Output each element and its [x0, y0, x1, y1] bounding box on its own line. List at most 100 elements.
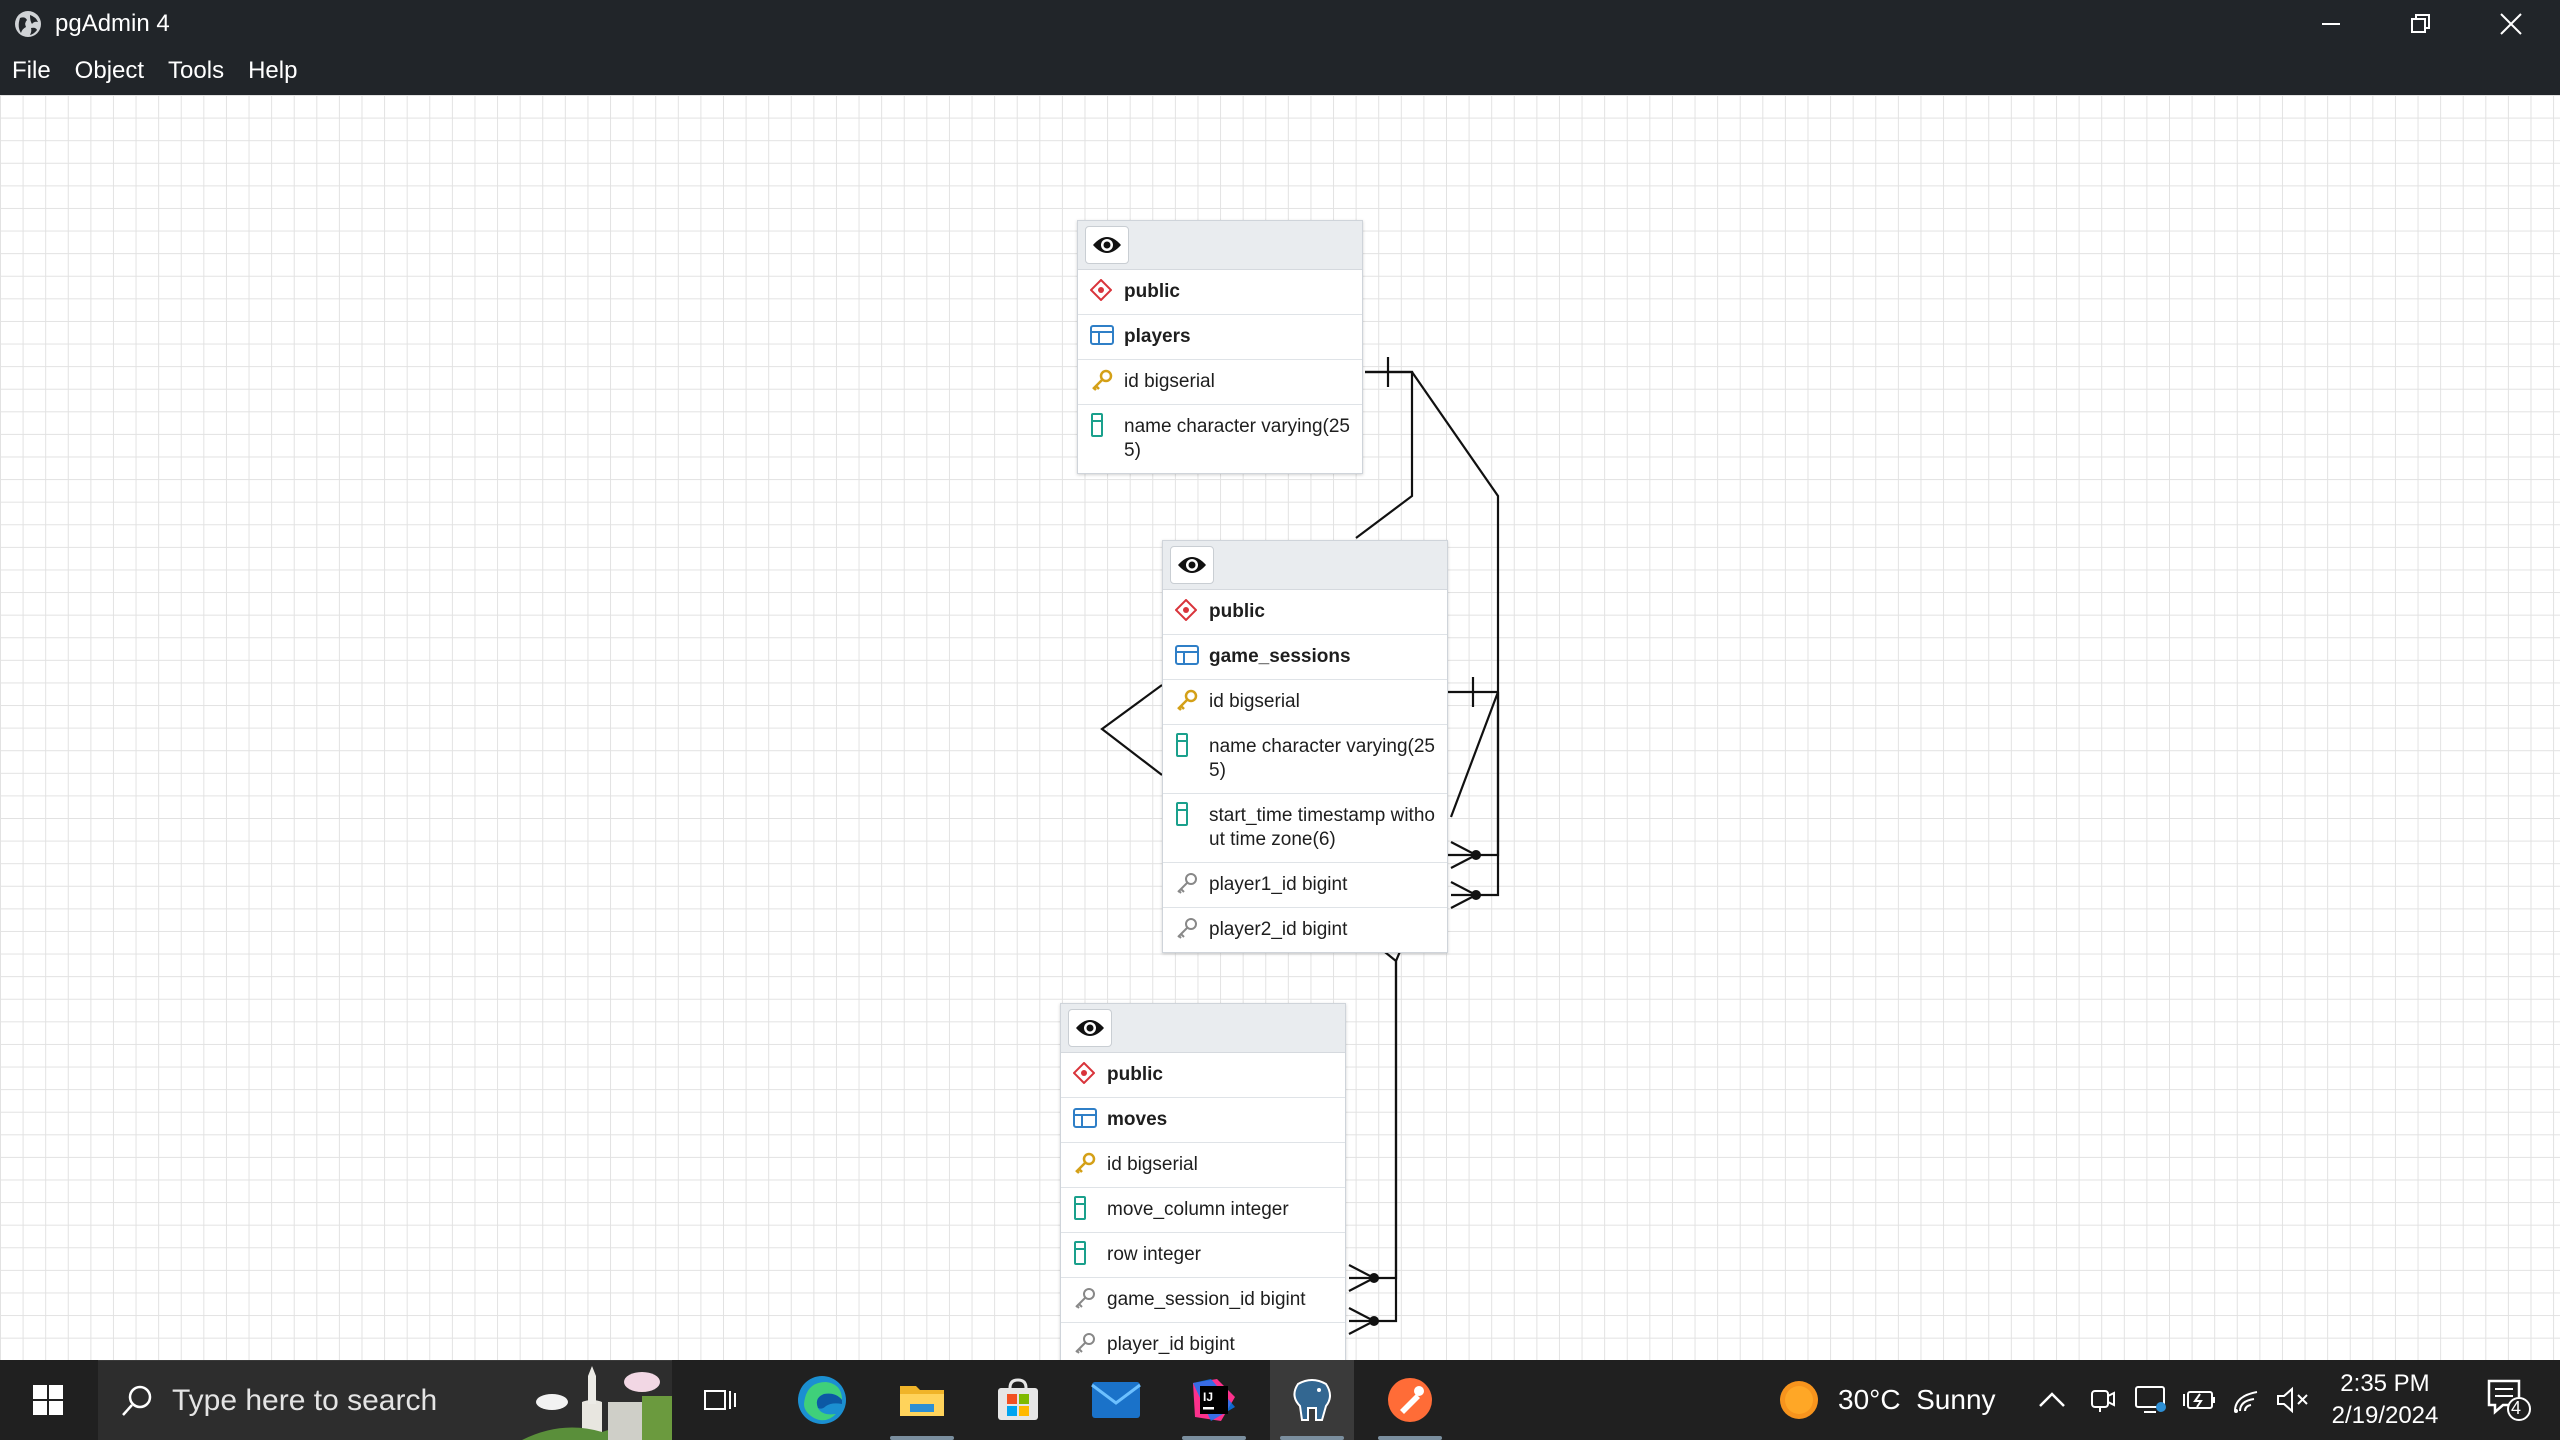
clock[interactable]: 2:35 PM 2/19/2024: [2320, 1360, 2450, 1440]
table-node-moves[interactable]: public moves id bigserial move_column in…: [1060, 1003, 1346, 1360]
menu-object[interactable]: Object: [74, 57, 145, 84]
primary-key-icon: [1177, 689, 1198, 711]
schema-row: public: [1061, 1053, 1345, 1098]
table-node-game-sessions[interactable]: public game_sessions id bigserial name c…: [1162, 540, 1448, 953]
postman-icon: [1388, 1378, 1432, 1422]
menu-file[interactable]: File: [12, 57, 51, 84]
taskbar-edge[interactable]: [780, 1360, 864, 1440]
link-players-moves: [1349, 917, 1416, 1323]
menu-tools[interactable]: Tools: [168, 57, 225, 84]
table-name-row: game_sessions: [1163, 635, 1447, 680]
webcam-icon: [2091, 1390, 2115, 1412]
table-node-players[interactable]: public players id bigserial name charact…: [1077, 220, 1363, 474]
schema-name: public: [1124, 281, 1180, 302]
menu-bar: File Object Tools Help: [0, 47, 2560, 95]
notification-center-button[interactable]: 4: [2478, 1360, 2538, 1440]
start-button[interactable]: [0, 1360, 96, 1440]
pgadmin-elephant-icon: [1293, 1379, 1331, 1421]
schema-icon: [1090, 279, 1112, 301]
column-text: name character varying(255): [1209, 736, 1435, 781]
taskbar-search-box[interactable]: Type here to search: [98, 1360, 672, 1440]
link-sessions-moves-b: [1342, 917, 1398, 1280]
column-text: move_column integer: [1107, 1199, 1289, 1220]
taskbar-intellij[interactable]: IJ: [1172, 1360, 1256, 1440]
volume-button[interactable]: [2276, 1360, 2310, 1440]
microsoft-store-icon: [998, 1378, 1038, 1420]
running-indicator: [890, 1436, 954, 1440]
node-header: [1163, 541, 1447, 590]
clock-date: 2/19/2024: [2331, 1402, 2439, 1429]
notification-icon: [2487, 1379, 2531, 1421]
sun-weather-icon: [1780, 1381, 1818, 1419]
close-button[interactable]: [2466, 0, 2556, 47]
table-name-row: players: [1078, 315, 1362, 360]
weather-widget[interactable]: 30°C Sunny: [1778, 1360, 1996, 1440]
erd-canvas[interactable]: public players id bigserial name charact…: [0, 95, 2560, 1360]
battery-charging-icon: [2183, 1391, 2215, 1409]
column-row: name character varying(255): [1163, 725, 1447, 794]
taskbar-mail[interactable]: [1074, 1360, 1158, 1440]
column-text: row integer: [1107, 1244, 1201, 1265]
table-name: moves: [1107, 1109, 1168, 1130]
device-status-button[interactable]: [2134, 1360, 2168, 1440]
column-row: row integer: [1061, 1233, 1345, 1278]
primary-key-icon: [1092, 369, 1113, 391]
column-row: player2_id bigint: [1163, 908, 1447, 952]
node-header: [1061, 1004, 1345, 1053]
notification-count: 4: [2510, 1398, 2521, 1418]
meet-now-button[interactable]: [2088, 1360, 2116, 1440]
column-row: name character varying(255): [1078, 405, 1362, 473]
column-text: start_time timestamp without time zone(6…: [1209, 805, 1435, 850]
column-row: id bigserial: [1078, 360, 1362, 405]
task-view-button[interactable]: [684, 1360, 756, 1440]
weather-text: 30°C Sunny: [1838, 1384, 1996, 1415]
running-indicator: [1280, 1436, 1344, 1440]
eye-icon: [1076, 1020, 1104, 1036]
restore-button[interactable]: [2376, 0, 2466, 47]
column-row: player_id bigint: [1061, 1323, 1345, 1360]
column-row: player1_id bigint: [1163, 863, 1447, 908]
column-text: id bigserial: [1209, 691, 1300, 712]
taskbar-postman[interactable]: [1368, 1360, 1452, 1440]
network-button[interactable]: [2232, 1360, 2262, 1440]
table-name-row: moves: [1061, 1098, 1345, 1143]
node-header: [1078, 221, 1362, 270]
column-icon: [1074, 1196, 1086, 1220]
minimize-button[interactable]: [2286, 0, 2376, 47]
taskbar-store[interactable]: [976, 1360, 1060, 1440]
toggle-details-button[interactable]: [1170, 546, 1214, 584]
show-hidden-icons-button[interactable]: [2038, 1360, 2066, 1440]
taskbar: Type here to search IJ: [0, 1360, 2560, 1440]
taskbar-file-explorer[interactable]: [880, 1360, 964, 1440]
table-icon: [1073, 1108, 1097, 1128]
column-row: id bigserial: [1163, 680, 1447, 725]
column-icon: [1176, 733, 1188, 757]
column-text: player1_id bigint: [1209, 874, 1348, 895]
column-text: player_id bigint: [1107, 1334, 1235, 1355]
close-icon: [2500, 12, 2522, 35]
restore-icon: [2411, 13, 2430, 33]
search-placeholder: Type here to search: [172, 1383, 438, 1417]
menu-help[interactable]: Help: [248, 57, 298, 84]
clock-time: 2:35 PM: [2340, 1370, 2430, 1397]
running-indicator: [1378, 1436, 1442, 1440]
chevron-up-icon: [2039, 1392, 2065, 1407]
taskbar-pgadmin[interactable]: [1270, 1360, 1354, 1440]
eye-icon: [1178, 557, 1206, 573]
column-row: id bigserial: [1061, 1143, 1345, 1188]
foreign-key-icon: [1177, 873, 1197, 894]
schema-row: public: [1078, 270, 1362, 315]
search-highlight-image-icon: [522, 1362, 672, 1440]
running-indicator: [1182, 1436, 1246, 1440]
schema-name: public: [1107, 1064, 1163, 1085]
column-text: player2_id bigint: [1209, 919, 1348, 940]
column-text: game_session_id bigint: [1107, 1289, 1306, 1310]
column-row: game_session_id bigint: [1061, 1278, 1345, 1323]
battery-button[interactable]: [2182, 1360, 2216, 1440]
toggle-details-button[interactable]: [1068, 1009, 1112, 1047]
minimize-icon: [2322, 22, 2340, 25]
wifi-icon: [2234, 1391, 2258, 1413]
toggle-details-button[interactable]: [1085, 226, 1129, 264]
table-name: players: [1124, 326, 1191, 347]
column-icon: [1091, 413, 1103, 437]
